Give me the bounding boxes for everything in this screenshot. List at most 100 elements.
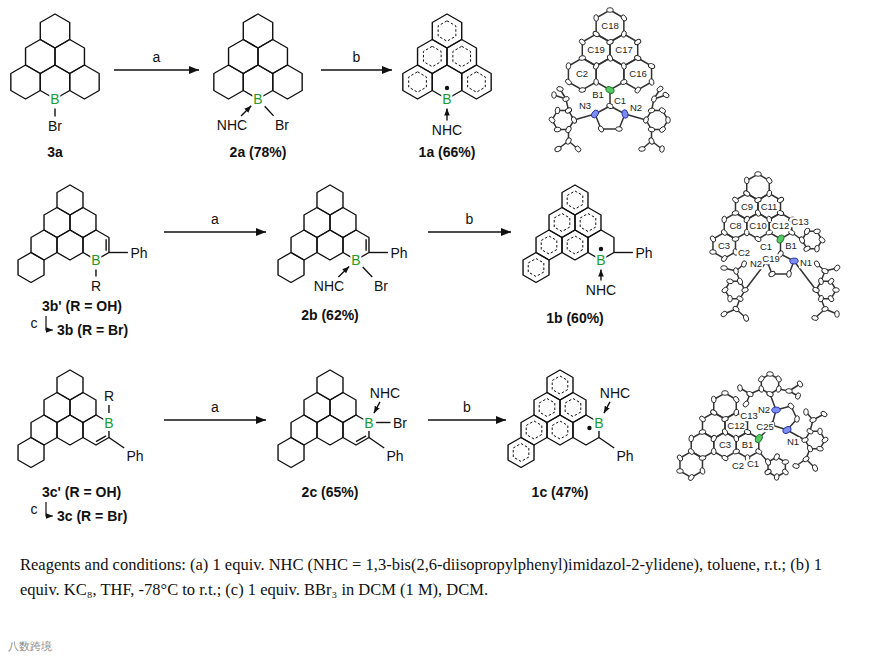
ring-bond xyxy=(57,230,83,260)
atom-ellipsoid xyxy=(728,295,733,302)
boron-atom: B xyxy=(363,415,374,431)
ring-bond xyxy=(432,14,461,48)
atom-ellipsoid xyxy=(809,417,817,423)
atom-ellipsoid xyxy=(737,277,744,285)
delocalized-ring xyxy=(567,236,583,254)
atom-number: B1 xyxy=(591,90,605,100)
crystal-bond xyxy=(568,58,596,90)
atom-label: NHC xyxy=(585,282,617,298)
atom-ellipsoid xyxy=(732,395,740,403)
atom-number: N2 xyxy=(629,103,643,113)
atom-number: C13 xyxy=(790,217,809,227)
atom-ellipsoid xyxy=(775,375,783,383)
ring-bond xyxy=(26,40,55,74)
atom-number: C1 xyxy=(613,96,627,106)
atom-ellipsoid xyxy=(556,86,564,92)
atom-ellipsoid xyxy=(677,469,684,474)
atom-ellipsoid xyxy=(656,85,664,93)
atom-number: C19 xyxy=(761,254,780,264)
molecule-skeleton xyxy=(214,14,302,99)
molecule-skeleton xyxy=(18,185,109,283)
atom-ellipsoid xyxy=(593,62,600,70)
atom-number: C1 xyxy=(746,459,760,469)
ring-bond xyxy=(403,65,432,99)
reaction-bracket xyxy=(46,316,53,330)
atom-number: C2 xyxy=(575,69,589,79)
atom-ellipsoid xyxy=(818,428,823,435)
atom-number: N1 xyxy=(786,437,800,447)
radical-dot xyxy=(587,426,591,430)
reaction-arrow xyxy=(164,419,266,420)
atom-ellipsoid xyxy=(737,384,743,391)
molecule-skeleton xyxy=(278,185,369,283)
atom-ellipsoid xyxy=(755,172,762,177)
atom-label: R xyxy=(90,278,102,294)
crystal-bond xyxy=(596,58,624,90)
atom-ellipsoid xyxy=(774,473,779,480)
atom-label: NHC xyxy=(431,122,463,138)
atom-label: Ph xyxy=(634,245,653,261)
atom-label: NHC xyxy=(313,278,345,294)
reagent-letter: b xyxy=(351,50,363,64)
atom-ellipsoid xyxy=(709,235,717,243)
atom-ellipsoid xyxy=(786,388,793,393)
delocalized-ring xyxy=(526,421,542,439)
reagent-letter: c xyxy=(29,502,40,516)
single-bond xyxy=(369,252,388,253)
atom-ellipsoid xyxy=(771,407,780,414)
atom-number: N2 xyxy=(757,405,771,415)
compound-label: 3a xyxy=(47,145,63,159)
atom-ellipsoid xyxy=(578,38,586,46)
reaction-arrow xyxy=(164,231,266,232)
delocalized-ring xyxy=(539,399,555,417)
ring-bond xyxy=(18,253,44,283)
atom-ellipsoid xyxy=(605,85,615,94)
atom-ellipsoid xyxy=(648,107,656,113)
atom-ellipsoid xyxy=(720,254,728,262)
atom-number: N1 xyxy=(799,258,813,268)
atom-ellipsoid xyxy=(802,455,810,463)
atom-ellipsoid xyxy=(821,306,829,312)
atom-ellipsoid xyxy=(564,107,572,114)
atom-ellipsoid xyxy=(799,236,806,244)
boron-atom: B xyxy=(90,252,101,268)
atom-number: C2 xyxy=(731,461,745,471)
atom-ellipsoid xyxy=(689,435,694,442)
ring-bond xyxy=(70,65,99,99)
atom-ellipsoid xyxy=(743,190,751,197)
atom-ellipsoid xyxy=(651,95,657,103)
ring-bond xyxy=(418,40,447,74)
atom-ellipsoid xyxy=(643,116,649,124)
crystal-structure xyxy=(709,172,841,322)
reagent-letter: a xyxy=(151,50,163,64)
atom-ellipsoid xyxy=(820,410,828,418)
reaction-arrow xyxy=(114,69,199,70)
atom-ellipsoid xyxy=(634,55,642,62)
atom-ellipsoid xyxy=(699,467,705,475)
reaction-bracket xyxy=(46,502,53,516)
single-bond xyxy=(109,252,128,253)
ring-bond xyxy=(258,40,287,74)
compound-label: 3b (R = Br) xyxy=(57,323,128,337)
single-bond xyxy=(363,267,373,277)
atom-ellipsoid xyxy=(818,236,826,244)
reagent-letter: a xyxy=(209,212,221,226)
crystal-structure xyxy=(676,372,829,482)
radical-dot xyxy=(445,86,449,90)
atom-ellipsoid xyxy=(579,87,586,93)
atom-ellipsoid xyxy=(795,392,802,400)
atom-ellipsoid xyxy=(833,264,841,272)
delocalized-ring xyxy=(513,444,529,462)
atom-ellipsoid xyxy=(742,400,750,408)
molecule-skeleton xyxy=(11,14,99,99)
ring-bond xyxy=(229,40,258,74)
atom-ellipsoid xyxy=(565,126,572,134)
boron-atom: B xyxy=(350,252,361,268)
atom-number: C25 xyxy=(755,422,774,432)
atom-ellipsoid xyxy=(827,295,835,303)
atom-ellipsoid xyxy=(765,176,773,184)
atom-number: C3 xyxy=(718,440,732,450)
atom-ellipsoid xyxy=(782,425,792,434)
crystal-structure xyxy=(548,8,670,153)
atom-ellipsoid xyxy=(781,468,789,476)
